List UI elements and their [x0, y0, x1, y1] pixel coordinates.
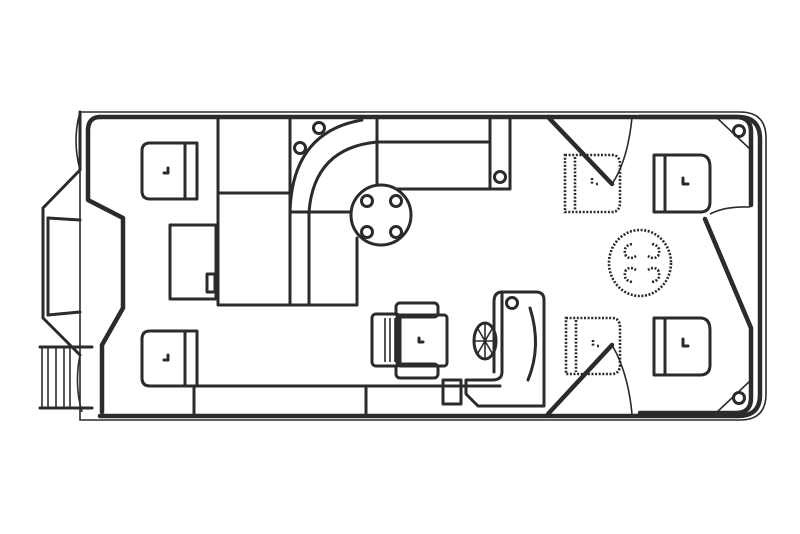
throttle-icon — [441, 378, 463, 406]
bow-entry — [637, 114, 754, 416]
stern-swim-ladder — [38, 345, 94, 413]
optional-seat-starboard — [564, 316, 622, 376]
cup-holder-icon — [293, 141, 307, 155]
l-lounge — [216, 115, 512, 307]
helm-console — [441, 290, 546, 408]
aft-seat-port — [140, 141, 199, 201]
bow-cleat-icon — [732, 391, 746, 405]
optional-table — [607, 228, 673, 298]
rear-platform — [41, 110, 82, 357]
bow-cleat-icon — [732, 124, 746, 138]
table — [349, 183, 413, 247]
cup-holder-icon — [312, 121, 326, 135]
gate-port — [545, 114, 633, 187]
optional-seat-port — [563, 153, 622, 214]
aft-seat-starboard — [140, 329, 199, 388]
starboard-bench-dividers — [192, 384, 368, 416]
gate-starboard — [545, 342, 633, 417]
bow-seat-starboard — [652, 316, 712, 377]
cup-holder-icon — [493, 170, 507, 184]
captain-chair — [370, 301, 449, 380]
storage-box — [168, 223, 218, 301]
bow-seat-port — [652, 153, 712, 214]
